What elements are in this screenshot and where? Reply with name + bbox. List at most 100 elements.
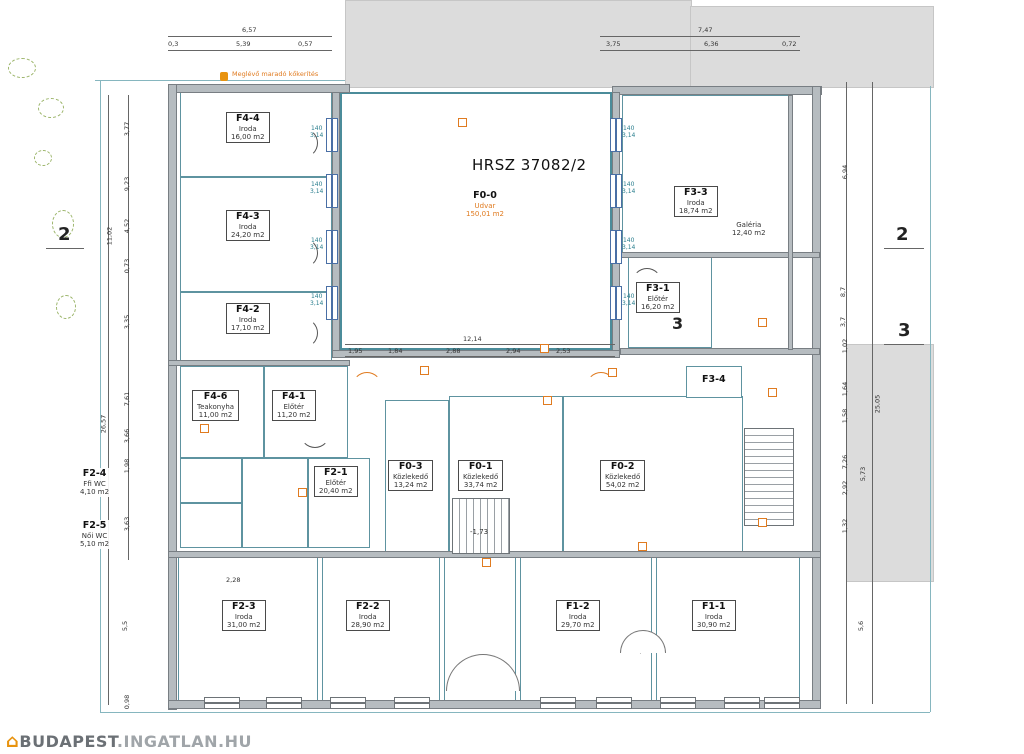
vegetation-scribble [8, 58, 36, 78]
room-f2-5 [180, 503, 242, 548]
symbol-marker-icon [298, 488, 307, 497]
symbol-marker-icon [758, 318, 767, 327]
wall-left-wing-mid [168, 360, 350, 366]
room-label-f4-3: F4-3 Iroda 24,20 m2 [226, 210, 270, 242]
room-id: F4-2 [235, 304, 260, 315]
dim-label: 25,05 [873, 394, 882, 414]
dim-label: 5,6 [857, 620, 866, 632]
plan-title: HRSZ 37082/2 [472, 156, 587, 174]
room-label-f4-6: F4-6 Teakonyha 11,00 m2 [192, 390, 240, 422]
room-area: 54,02 m2 [605, 480, 640, 489]
window-icon [326, 286, 338, 320]
room-type: Előtér [325, 478, 347, 487]
vegetation-scribble [34, 150, 52, 166]
wall-courtyard-bottom [332, 350, 620, 358]
dim-label: 6,36 [704, 40, 719, 48]
dim-label: 1,58 [841, 408, 850, 424]
window-icon [660, 697, 696, 709]
room-area: 4,10 m2 [80, 487, 110, 496]
window-icon [610, 230, 622, 264]
window-icon [610, 174, 622, 208]
symbol-marker-icon [458, 118, 467, 127]
dim-label: 5,39 [236, 40, 251, 48]
room-area: 28,90 m2 [351, 620, 385, 629]
room-id: F4-4 [235, 113, 260, 124]
room-type: Udvar [474, 201, 496, 210]
neighbor-building-shade-top [345, 0, 692, 88]
room-label-f1-1: F1-1 Iroda 30,90 m2 [692, 600, 736, 632]
dimline-right-outer [872, 82, 873, 704]
room-id: F1-1 [701, 601, 726, 612]
room-id: F3-4 [702, 374, 726, 385]
door-swing-icon [288, 238, 318, 268]
window-icon [596, 697, 632, 709]
window-icon [724, 697, 760, 709]
wall-top-left-wing [168, 84, 350, 93]
room-area: 5,10 m2 [80, 539, 110, 548]
room-label-f2-3: F2-3 Iroda 31,00 m2 [222, 600, 266, 632]
room-f0-2 [563, 396, 743, 556]
dim-label: 26,57 [99, 414, 108, 434]
watermark-brand: BUDAPEST [19, 732, 117, 751]
window-icon [326, 174, 338, 208]
room-area: 17,10 m2 [231, 323, 265, 332]
room-area: 16,00 m2 [231, 132, 265, 141]
dim-label: 3,66 [123, 428, 132, 444]
dim-label: 7,47 [698, 26, 713, 34]
dim-label: 5,73 [859, 466, 868, 482]
door-swing-icon [632, 268, 662, 298]
dim-label: 4,52 [123, 218, 132, 234]
symbol-marker-icon [420, 366, 429, 375]
room-area: 12,40 m2 [732, 229, 766, 238]
watermark-suffix: .INGATLAN.HU [116, 732, 252, 751]
dim-label: 6,57 [242, 26, 257, 34]
dim-label: 1,02 [841, 338, 850, 354]
room-label-f2-1: F2-1 Előtér 20,40 m2 [314, 466, 358, 498]
dim-label: 0,73 [123, 258, 132, 274]
dim-label: 3,63 [123, 516, 132, 532]
fence-note: Meglévő maradó kőkerítés [232, 70, 319, 78]
dim-label: 12,14 [463, 335, 482, 343]
window-icon [204, 697, 240, 709]
dim-label: 0,57 [298, 40, 313, 48]
room-area: 24,20 m2 [231, 230, 265, 239]
window-icon [326, 230, 338, 264]
dim-label: 3,35 [123, 314, 132, 330]
room-area: 11,20 m2 [277, 410, 311, 419]
room-type: Közlekedő [605, 472, 641, 481]
room-id: F2-3 [231, 601, 256, 612]
room-type: Iroda [358, 612, 377, 621]
dim-label: 2,94 [506, 347, 521, 355]
room-id: F4-1 [281, 391, 306, 402]
room-id: F2-4 [82, 468, 107, 479]
symbol-marker-icon [758, 518, 767, 527]
room-type: Előtér [647, 294, 669, 303]
door-swing-icon [352, 372, 382, 402]
room-type: Iroda [234, 612, 253, 621]
site-boundary-right [930, 86, 931, 712]
room-wc-lobby [242, 458, 308, 548]
symbol-marker-icon [608, 368, 617, 377]
room-id: F3-3 [683, 187, 708, 198]
door-swing-icon [300, 418, 330, 448]
room-label-f0-1: F0-1 Közlekedő 33,74 m2 [458, 460, 504, 492]
dim-label: 1,95 [348, 347, 363, 355]
room-area: 29,70 m2 [561, 620, 595, 629]
symbol-marker-icon [768, 388, 777, 397]
room-type: Iroda [686, 198, 705, 207]
watermark: ⌂BUDAPEST.INGATLAN.HU [6, 731, 252, 752]
room-id: F3-1 [645, 283, 670, 294]
room-label-f3-1: F3-1 Előtér 16,20 m2 [636, 282, 680, 314]
window-icon [394, 697, 430, 709]
room-area: 31,00 m2 [227, 620, 261, 629]
symbol-marker-icon [482, 558, 491, 567]
section-marker-2-left: 2 [58, 224, 71, 245]
room-id: F1-2 [565, 601, 590, 612]
room-id: F4-6 [203, 391, 228, 402]
dim-label: 2,53 [556, 347, 571, 355]
room-type: Női WC [81, 531, 108, 540]
room-type: Iroda [238, 315, 257, 324]
